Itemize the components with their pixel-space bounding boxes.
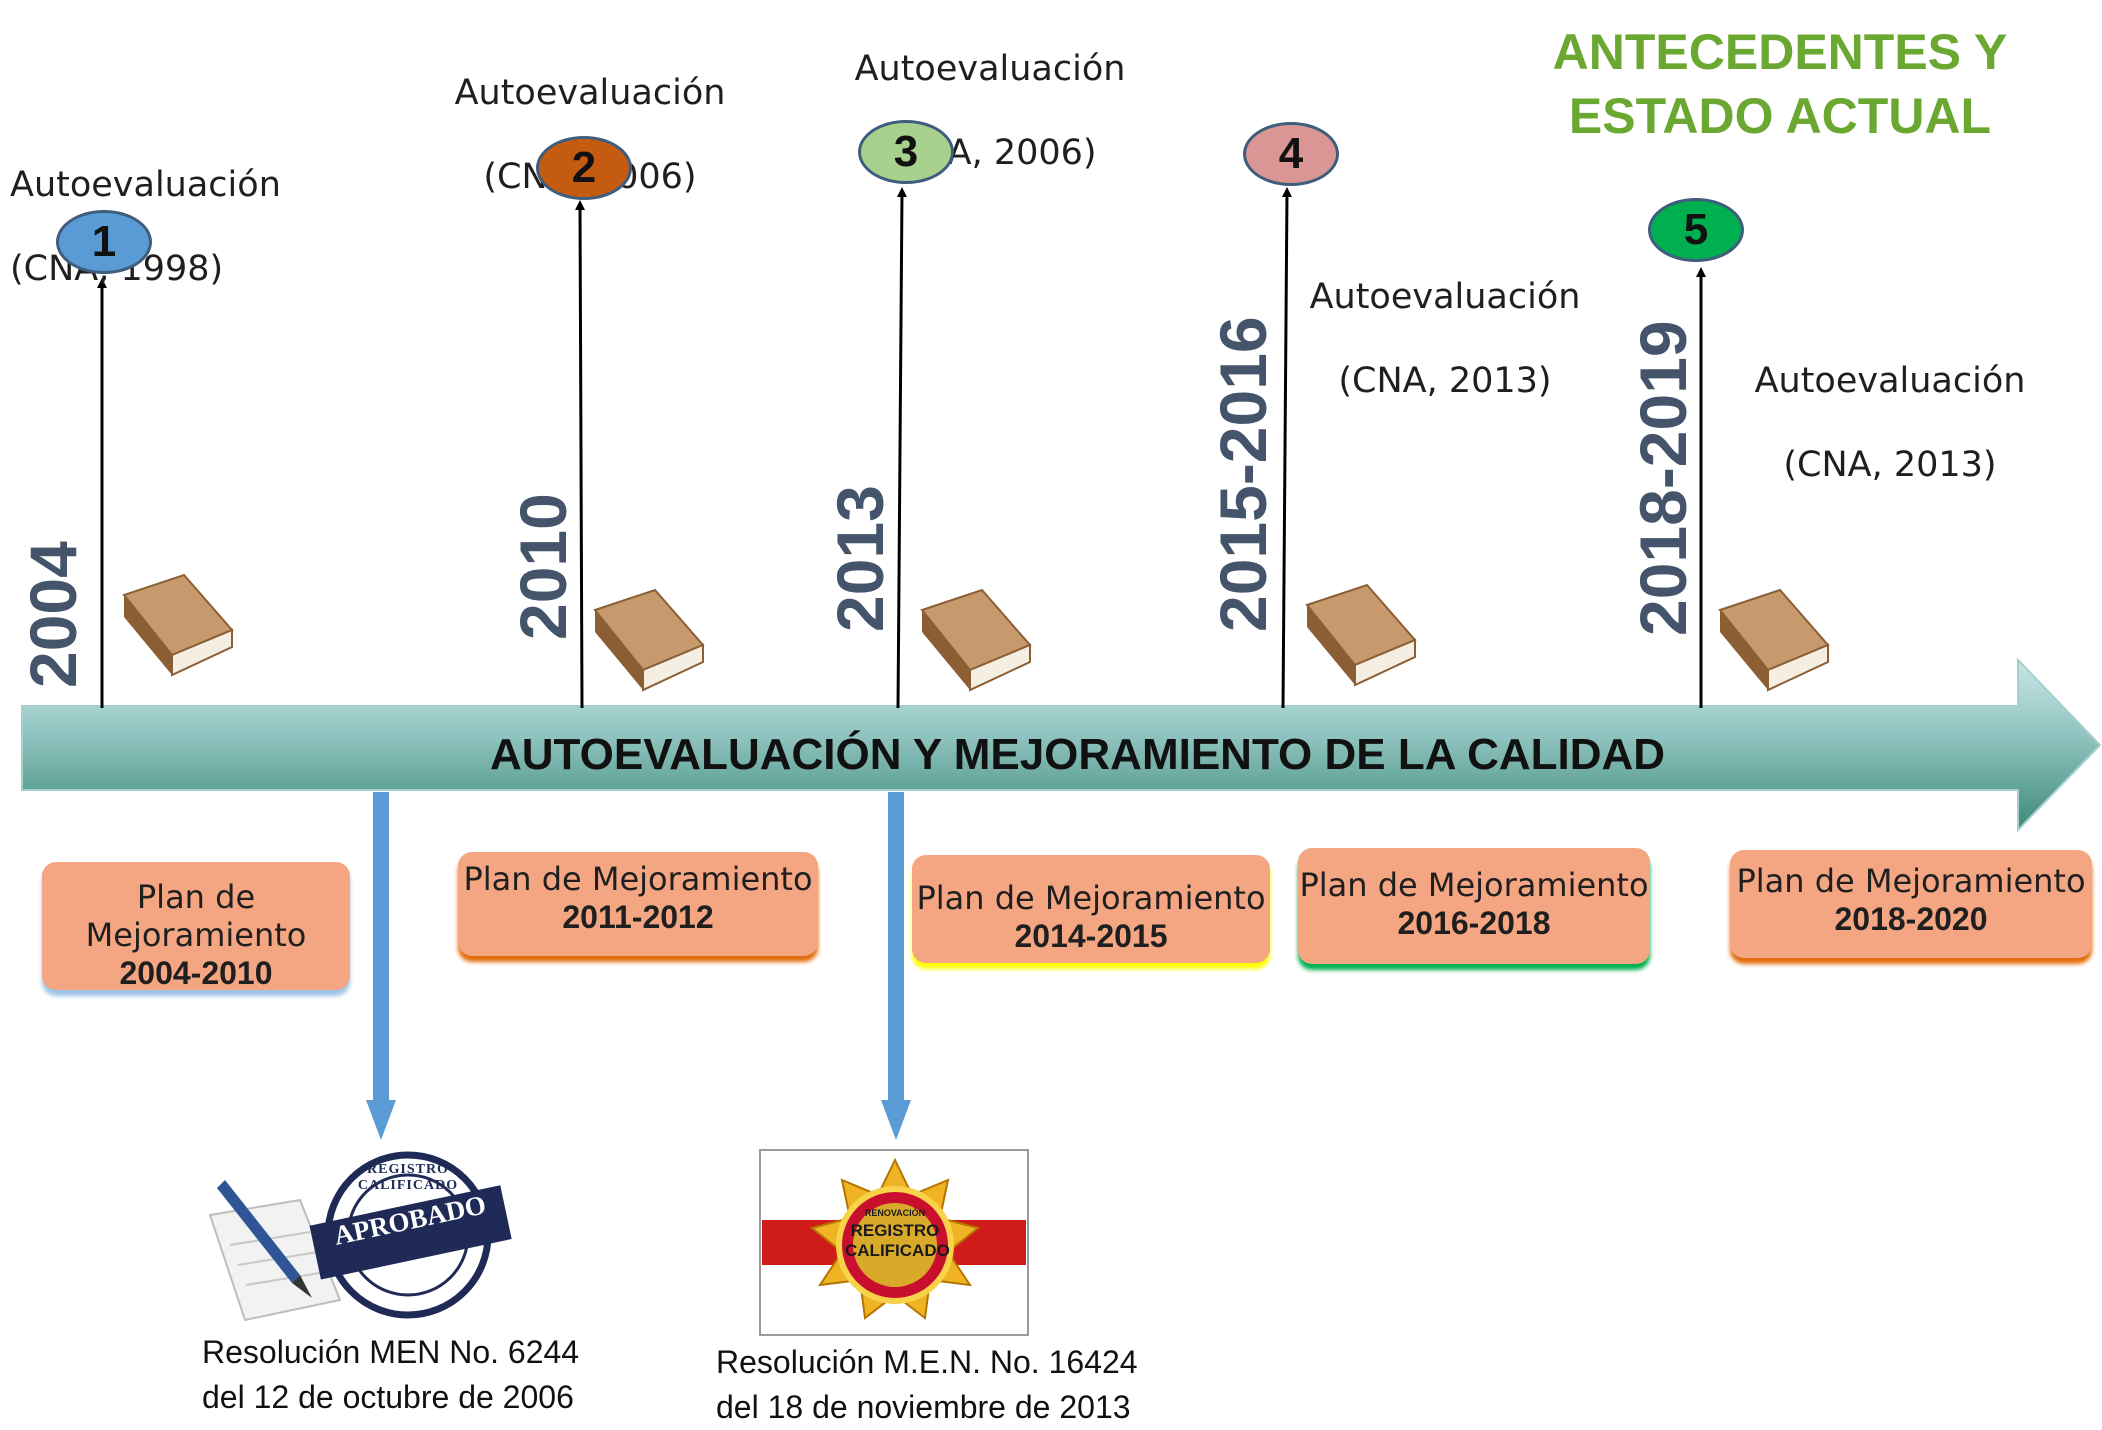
milestone-caption-2: Autoevaluación (CNA, 2006) [440,30,740,240]
seal-line: CALIFICADO [845,1241,950,1260]
plan-box-2: Plan de Mejoramiento 2011-2012 [458,852,818,956]
down-arrow-2 [881,792,911,1140]
caption-line: (CNA, 2013) [1338,361,1552,401]
book-icon [1718,588,1830,692]
year-label-2010: 2010 [506,493,580,640]
plan-label: Plan de Mejoramiento [463,860,813,898]
pen-icon [208,1180,342,1322]
year-label-2018-2019: 2018-2019 [1626,320,1700,636]
book-icon [1305,583,1417,687]
milestone-caption-5: Autoevaluación (CNA, 2013) [1740,318,2040,528]
gold-seal-icon [759,1149,1029,1336]
resolution-line: Resolución M.E.N. No. 16424 [716,1344,1138,1380]
caption-line: Autoevaluación [854,49,1126,89]
plan-dates: 2016-2018 [1397,905,1551,941]
book-icon [122,573,234,677]
seal-small-text: RENOVACIÓN [864,1208,926,1218]
plan-dates: 2004-2010 [119,955,273,991]
milestone-badge-5: 5 [1648,198,1744,262]
plan-dates: 2018-2020 [1834,901,1988,937]
milestone-caption-3: Autoevaluación (CNA, 2006) [840,6,1140,216]
milestone-badge-3: 3 [858,120,954,184]
connector-3 [896,187,907,709]
stamp-ring-text: REGISTRO CALIFICADO [357,1162,459,1193]
milestone-badge-1: 1 [56,210,152,274]
book-icon [593,588,705,692]
resolution-line: Resolución MEN No. 6244 [202,1334,580,1370]
resolution-text-1: Resolución MEN No. 6244 del 12 de octubr… [202,1330,579,1420]
caption-line: Autoevaluación [454,73,726,113]
caption-line: Autoevaluación [1309,277,1581,317]
plan-box-1: Plan de Mejoramiento 2004-2010 [42,862,350,991]
plan-label: Plan de Mejoramiento [1299,866,1649,904]
resolution-text-2: Resolución M.E.N. No. 16424 del 18 de no… [716,1340,1138,1430]
milestone-caption-4: Autoevaluación (CNA, 2013) [1295,234,1595,444]
page-title: ANTECEDENTES Y ESTADO ACTUAL [1552,24,2008,144]
plan-box-5: Plan de Mejoramiento 2018-2020 [1730,850,2092,958]
plan-box-3: Plan de Mejoramiento 2014-2015 [912,855,1270,963]
caption-line: (CNA, 1998) [10,249,224,289]
milestone-badge-4: 4 [1243,122,1339,186]
plan-label: Plan de Mejoramiento [85,878,307,954]
approved-stamp-icon [309,1151,512,1319]
connector-2 [575,200,586,709]
plan-dates: 2011-2012 [562,899,714,935]
plan-label: Plan de Mejoramiento [1736,862,2086,900]
connector-4 [1281,187,1292,709]
plan-box-4: Plan de Mejoramiento 2016-2018 [1298,848,1650,964]
caption-line: (CNA, 2013) [1783,445,1997,485]
milestone-badge-2: 2 [536,136,632,200]
resolution-line: del 18 de noviembre de 2013 [716,1389,1131,1425]
plan-dates: 2014-2015 [1014,918,1168,954]
caption-line: Autoevaluación [10,165,281,205]
timeline-label: AUTOEVALUACIÓN Y MEJORAMIENTO DE LA CALI… [490,730,1666,779]
plan-label: Plan de Mejoramiento [916,879,1266,917]
year-label-2013: 2013 [823,485,897,632]
year-label-2015-2016: 2015-2016 [1206,316,1280,632]
down-arrow-1 [366,792,396,1140]
resolution-line: del 12 de octubre de 2006 [202,1379,574,1415]
seal-line: REGISTRO [850,1221,940,1240]
seal-text: REGISTRO CALIFICADO [845,1221,950,1261]
year-label-2004: 2004 [16,541,90,688]
caption-line: Autoevaluación [1754,361,2026,401]
milestone-caption-1: Autoevaluación (CNA, 1998) [10,122,300,332]
book-icon [920,588,1032,692]
main-timeline-arrow [21,657,2102,833]
